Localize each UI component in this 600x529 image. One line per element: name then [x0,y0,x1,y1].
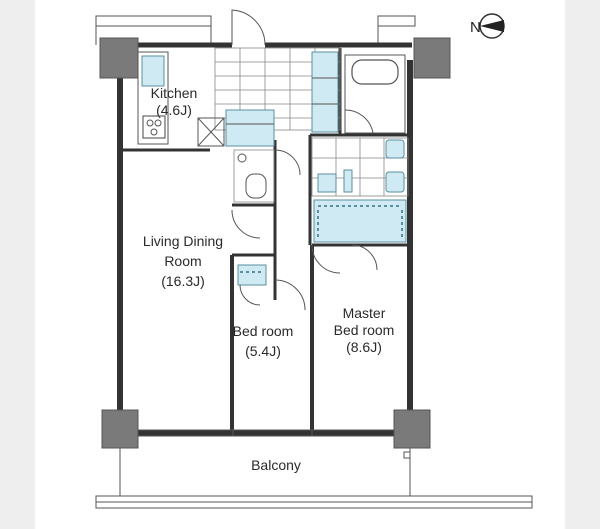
entry-storage [225,51,339,147]
room-label-bedroom: (5.4J) [245,343,281,359]
room-label-living: (16.3J) [161,273,205,289]
doors [231,209,378,311]
entrance-door [231,9,266,46]
washer-icon [385,171,405,193]
room-label-bedroom: Bed room [233,323,294,339]
toilet-icon [245,173,267,199]
pantry [197,117,225,147]
kitchen-fixtures [137,51,225,147]
kitchen-sink [141,55,165,87]
outer-walls [117,42,413,436]
room-label-master: (8.6J) [346,339,382,355]
room-label-kitchen: Kitchen [151,85,198,101]
room-label-kitchen: (4.6J) [156,102,192,118]
washbasin-icon [385,139,405,159]
toilet-room [233,149,301,203]
room-label-balcony: Balcony [251,457,301,473]
room-label-master: Master [343,305,386,321]
compass-letter: N [470,19,481,36]
pillar [99,37,139,79]
washroom [311,137,409,197]
kitchen-counter [137,51,169,145]
room-label-living: Living Dining [143,233,223,249]
balcony-area [95,448,533,509]
bedroom-closet [237,264,267,286]
bottom-windows [137,429,395,437]
stove-icon [142,115,166,139]
pillar [413,37,451,79]
pillar [393,409,431,449]
pillar [101,409,139,449]
compass: N [470,13,505,39]
plan-paper [35,0,565,529]
master-closet [313,199,407,243]
pillars [99,37,451,449]
bathtub-icon [351,59,399,85]
room-label-master: Bed room [334,322,395,338]
room-label-living: Room [164,253,201,269]
bathroom [344,54,406,134]
top-railings [95,15,416,45]
